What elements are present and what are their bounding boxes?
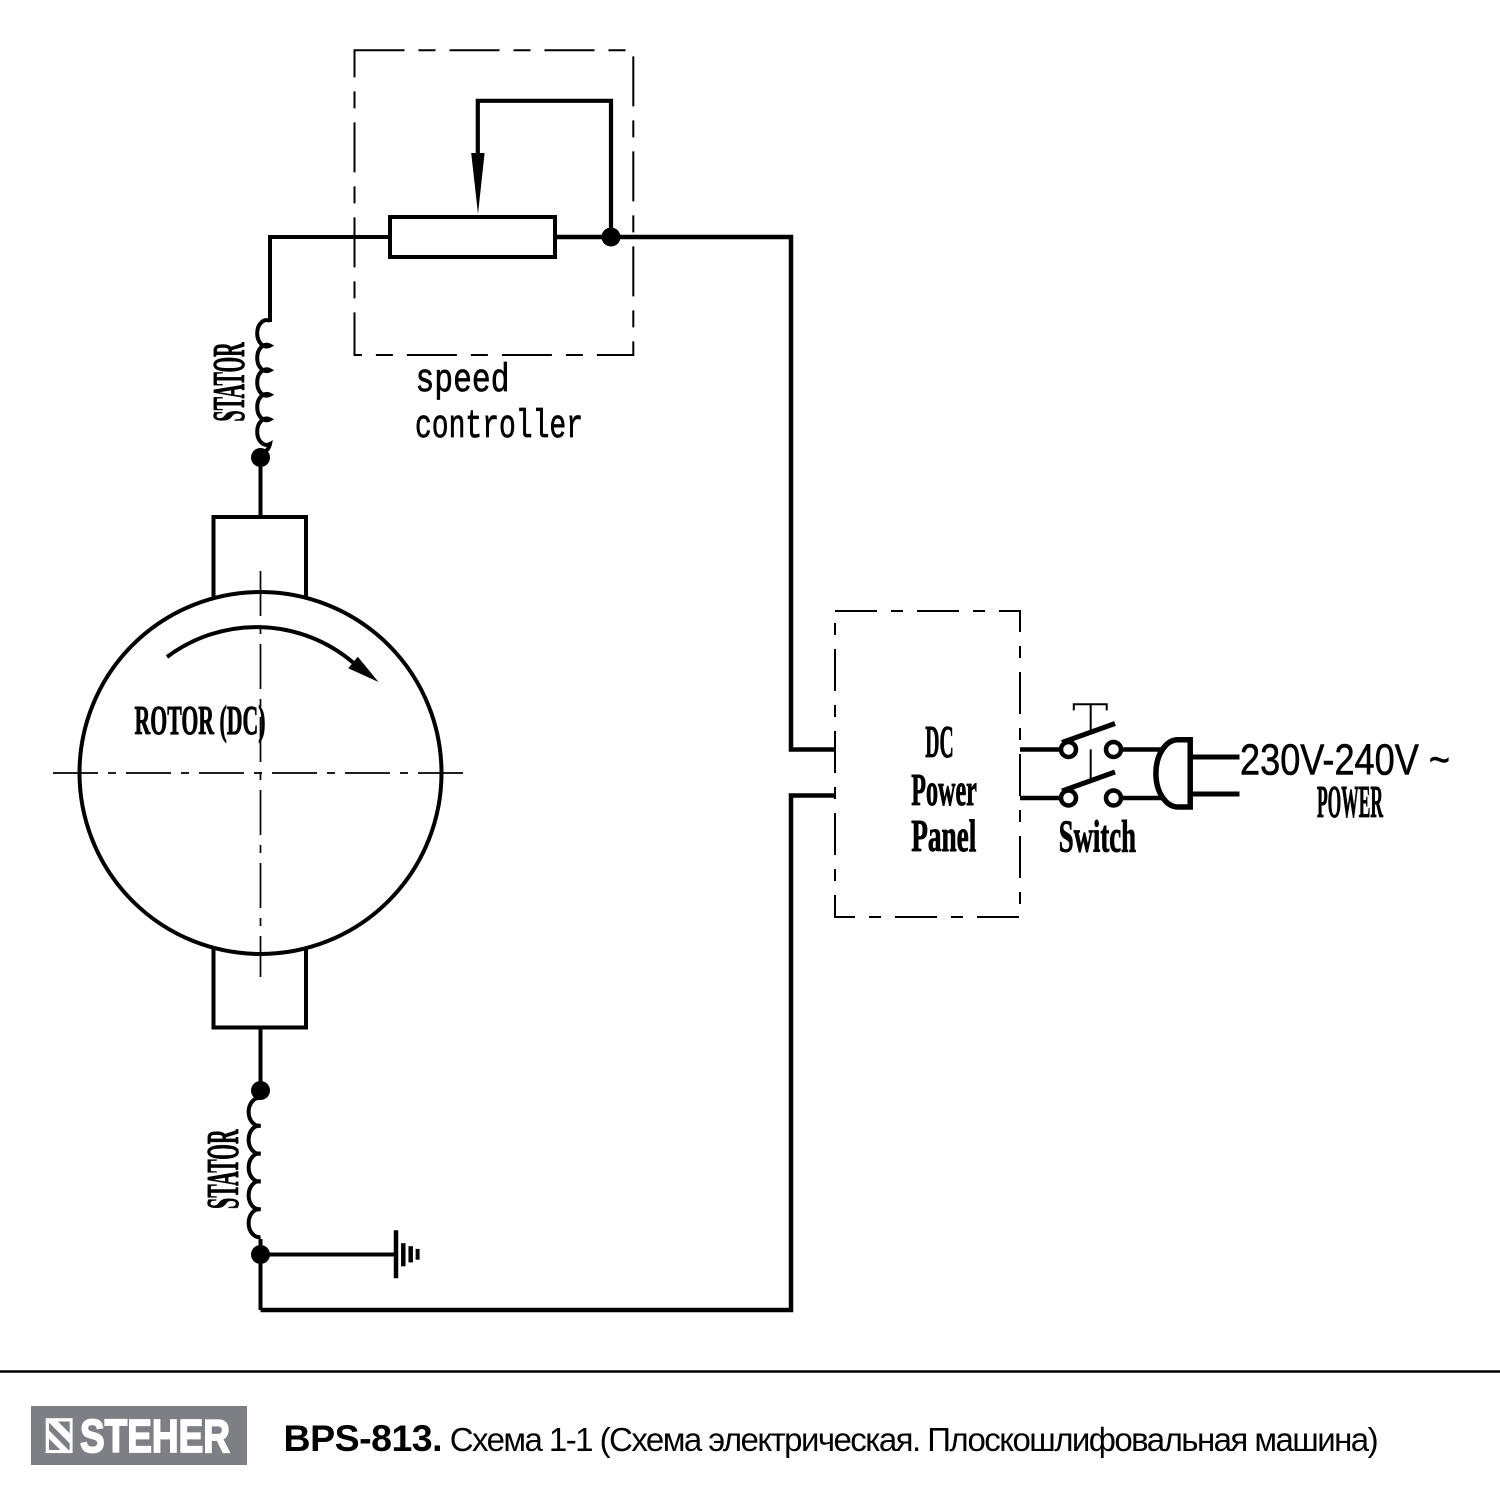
svg-text:ROTOR (DC): ROTOR (DC) — [135, 697, 266, 743]
svg-text:STEHER: STEHER — [80, 1410, 230, 1462]
svg-text:controller: controller — [415, 405, 583, 450]
svg-text:POWER: POWER — [1317, 777, 1383, 827]
svg-text:230V-240V ~: 230V-240V ~ — [1240, 736, 1450, 785]
svg-text:STATOR: STATOR — [203, 342, 254, 422]
svg-text:STATOR: STATOR — [197, 1129, 248, 1209]
svg-text:BPS-813. Схема 1-1 (Схема элек: BPS-813. Схема 1-1 (Схема электрическая.… — [284, 1417, 1378, 1459]
svg-text:speed: speed — [416, 359, 510, 404]
svg-text:Power: Power — [911, 765, 977, 815]
svg-text:DC: DC — [925, 717, 953, 767]
svg-text:Panel: Panel — [911, 811, 976, 861]
svg-text:Switch: Switch — [1059, 811, 1136, 861]
